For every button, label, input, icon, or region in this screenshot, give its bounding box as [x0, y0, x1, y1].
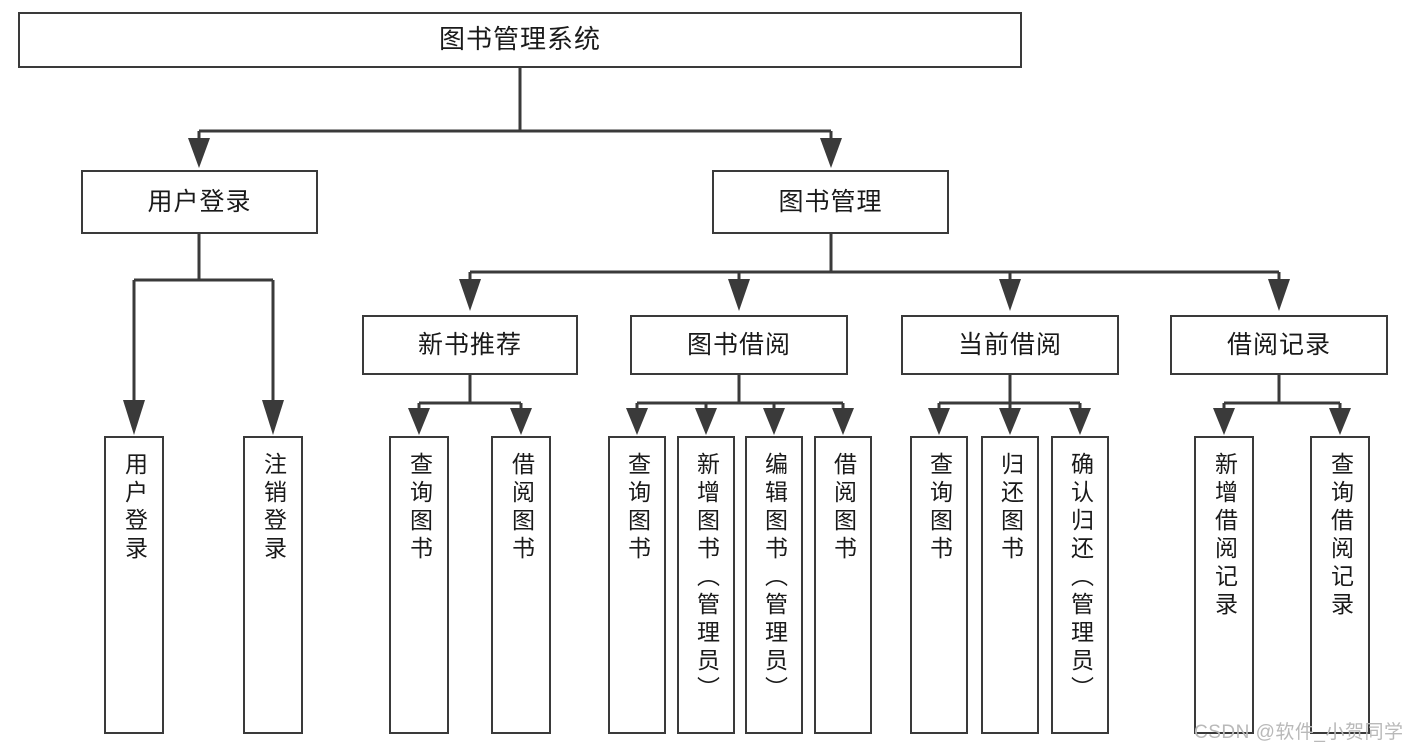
- node-borrow-record[interactable]: 借阅记录: [1170, 315, 1388, 375]
- node-leaf-logout-login-label: 注销登录: [260, 452, 287, 564]
- node-book-management-label: 图书管理: [778, 188, 883, 216]
- node-leaf-add-book-admin-label: 新增图书（管理员）: [693, 452, 720, 704]
- node-leaf-user-login-label: 用户登录: [121, 452, 148, 564]
- node-leaf-query-book-2[interactable]: 查询图书: [608, 436, 666, 734]
- node-leaf-query-book-2-label: 查询图书: [624, 452, 651, 564]
- node-leaf-return-book[interactable]: 归还图书: [981, 436, 1039, 734]
- node-user-login-label: 用户登录: [147, 188, 252, 216]
- node-leaf-query-borrow-record[interactable]: 查询借阅记录: [1310, 436, 1370, 734]
- node-leaf-user-login[interactable]: 用户登录: [104, 436, 164, 734]
- node-leaf-add-book-admin[interactable]: 新增图书（管理员）: [677, 436, 735, 734]
- node-leaf-borrow-book-2-label: 借阅图书: [830, 452, 857, 564]
- node-leaf-borrow-book-2[interactable]: 借阅图书: [814, 436, 872, 734]
- node-leaf-borrow-book-1-label: 借阅图书: [508, 452, 535, 564]
- node-current-borrow[interactable]: 当前借阅: [901, 315, 1119, 375]
- node-leaf-query-book-1-label: 查询图书: [406, 452, 433, 564]
- node-new-book-recommend[interactable]: 新书推荐: [362, 315, 578, 375]
- node-new-book-recommend-label: 新书推荐: [417, 331, 522, 359]
- node-book-borrow-label: 图书借阅: [686, 331, 791, 359]
- node-leaf-query-book-3[interactable]: 查询图书: [910, 436, 968, 734]
- node-leaf-logout-login[interactable]: 注销登录: [243, 436, 303, 734]
- node-book-management[interactable]: 图书管理: [712, 170, 949, 234]
- node-leaf-edit-book-admin[interactable]: 编辑图书（管理员）: [745, 436, 803, 734]
- node-borrow-record-label: 借阅记录: [1226, 331, 1331, 359]
- node-leaf-return-book-label: 归还图书: [997, 452, 1024, 564]
- node-leaf-query-borrow-record-label: 查询借阅记录: [1327, 452, 1354, 620]
- node-leaf-confirm-return-admin-label: 确认归还（管理员）: [1067, 452, 1094, 704]
- node-leaf-query-book-1[interactable]: 查询图书: [389, 436, 449, 734]
- node-book-borrow[interactable]: 图书借阅: [630, 315, 848, 375]
- node-current-borrow-label: 当前借阅: [957, 331, 1062, 359]
- node-leaf-add-borrow-record-label: 新增借阅记录: [1211, 452, 1238, 620]
- node-leaf-edit-book-admin-label: 编辑图书（管理员）: [761, 452, 788, 704]
- node-root-system[interactable]: 图书管理系统: [18, 12, 1022, 68]
- node-leaf-borrow-book-1[interactable]: 借阅图书: [491, 436, 551, 734]
- node-leaf-confirm-return-admin[interactable]: 确认归还（管理员）: [1051, 436, 1109, 734]
- node-leaf-query-book-3-label: 查询图书: [926, 452, 953, 564]
- watermark: CSDN @软件_小贺同学: [1194, 722, 1404, 743]
- node-root-system-label: 图书管理系统: [438, 24, 601, 55]
- node-leaf-add-borrow-record[interactable]: 新增借阅记录: [1194, 436, 1254, 734]
- node-user-login[interactable]: 用户登录: [81, 170, 318, 234]
